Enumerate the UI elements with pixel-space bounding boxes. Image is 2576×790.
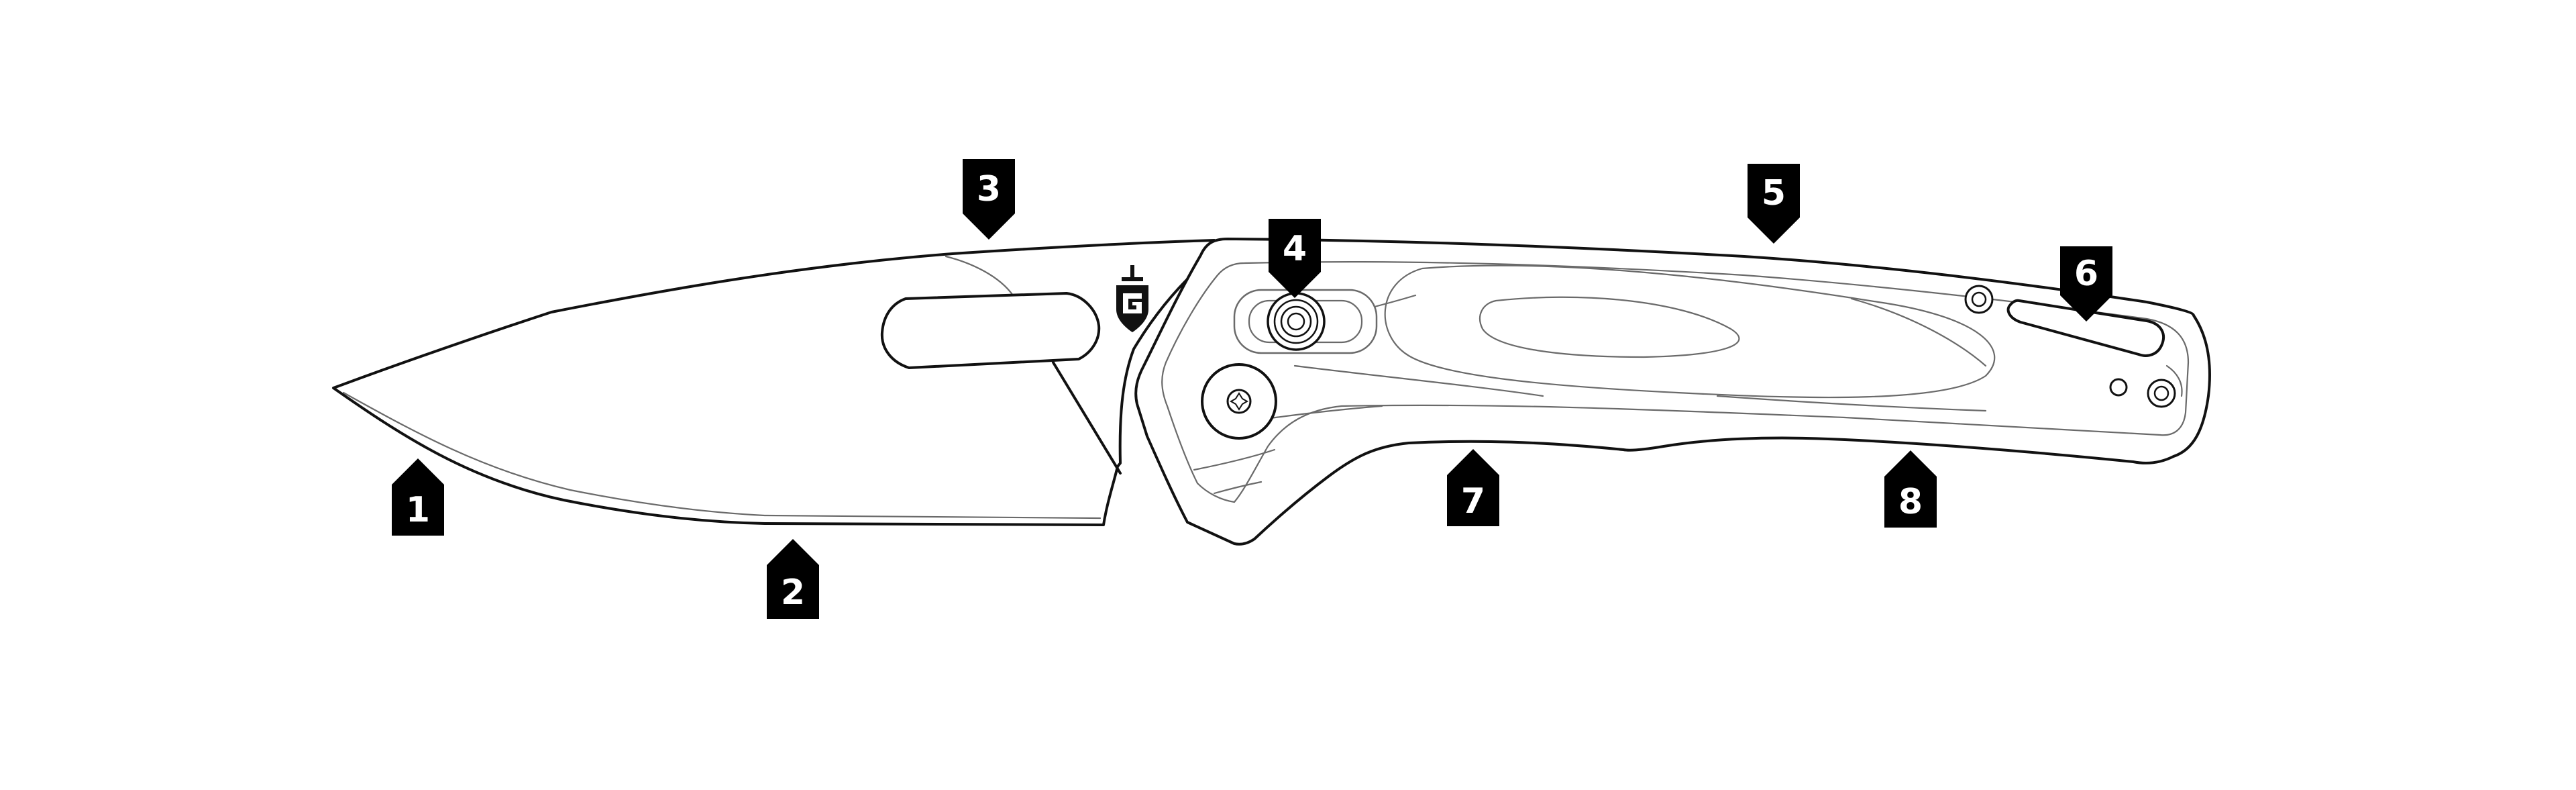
callout-2-label: 2 bbox=[781, 573, 805, 613]
callout-2-marker bbox=[767, 539, 819, 619]
callout-7: 7 bbox=[1447, 449, 1499, 526]
callout-7-marker bbox=[1447, 449, 1499, 526]
callout-3-label: 3 bbox=[977, 169, 1001, 209]
screw-top-outer bbox=[1964, 285, 1994, 314]
callout-5: 5 bbox=[1748, 164, 1800, 244]
gerber-shield-logo bbox=[1116, 265, 1148, 332]
handle-texture-line-7 bbox=[1850, 297, 1987, 367]
handle-inlay-border bbox=[1161, 261, 2190, 503]
lanyard-hole bbox=[2006, 299, 2165, 357]
logo-crossguard bbox=[1122, 277, 1143, 281]
screw-rear-inner bbox=[2153, 385, 2169, 401]
blade-spine-swedge bbox=[945, 255, 1014, 297]
handle-texture-line-2 bbox=[1293, 364, 1544, 397]
button-lock-ring-4 bbox=[1287, 312, 1305, 331]
callout-6-label: 6 bbox=[2074, 254, 2098, 294]
handle-pin bbox=[2109, 378, 2128, 397]
button-lock-ring-3 bbox=[1280, 305, 1312, 338]
handle-contour-inner bbox=[1479, 296, 1740, 358]
callout-1-label: 1 bbox=[406, 490, 430, 530]
callout-1-marker bbox=[392, 458, 444, 536]
button-lock-ring-1 bbox=[1267, 292, 1326, 351]
callout-5-marker bbox=[1748, 164, 1800, 244]
handle-screw-top bbox=[1964, 285, 1994, 314]
screw-rear-outer bbox=[2147, 379, 2176, 408]
lanyard-slot bbox=[2006, 299, 2165, 357]
button-lock bbox=[1233, 289, 1378, 354]
callout-8-marker bbox=[1884, 450, 1937, 528]
blade-outline bbox=[332, 239, 1216, 526]
callout-6-marker bbox=[2060, 246, 2112, 322]
callout-7-label: 7 bbox=[1461, 481, 1485, 522]
logo-hilt-bar bbox=[1130, 265, 1134, 280]
logo-g-mark bbox=[1123, 293, 1142, 313]
callout-2: 2 bbox=[767, 539, 819, 619]
handle-contour-outer bbox=[1384, 264, 1996, 399]
callout-6: 6 bbox=[2060, 246, 2112, 322]
callout-4-label: 4 bbox=[1283, 229, 1307, 269]
callout-8: 8 bbox=[1884, 450, 1937, 528]
blade bbox=[332, 239, 1216, 526]
pivot-outer bbox=[1201, 363, 1277, 440]
handle-texture-line-6 bbox=[1716, 395, 1987, 412]
button-lock-ring-2 bbox=[1273, 299, 1319, 344]
screw-top-inner bbox=[1971, 291, 1987, 307]
pivot-torx-star bbox=[1229, 392, 1249, 411]
blade-edge-bevel bbox=[342, 391, 1102, 520]
callout-4-marker bbox=[1269, 219, 1321, 298]
pivot-screw bbox=[1201, 363, 1277, 440]
handle-screw-rear bbox=[2147, 379, 2176, 408]
thumb-hole bbox=[880, 292, 1101, 369]
pivot-inner bbox=[1226, 389, 1252, 414]
callout-3: 3 bbox=[963, 159, 1015, 240]
handle-texture-line-4 bbox=[1193, 448, 1276, 471]
callout-8-label: 8 bbox=[1898, 482, 1923, 522]
callout-3-marker bbox=[963, 159, 1015, 240]
handle-pommel-notch bbox=[2165, 364, 2183, 397]
callout-5-label: 5 bbox=[1762, 173, 1786, 213]
callout-1: 1 bbox=[392, 458, 444, 536]
blade-heel-line bbox=[1052, 361, 1122, 475]
handle-texture-line-3 bbox=[1260, 405, 1383, 421]
callout-4: 4 bbox=[1269, 219, 1321, 298]
handle-texture-line-5 bbox=[1213, 481, 1263, 495]
